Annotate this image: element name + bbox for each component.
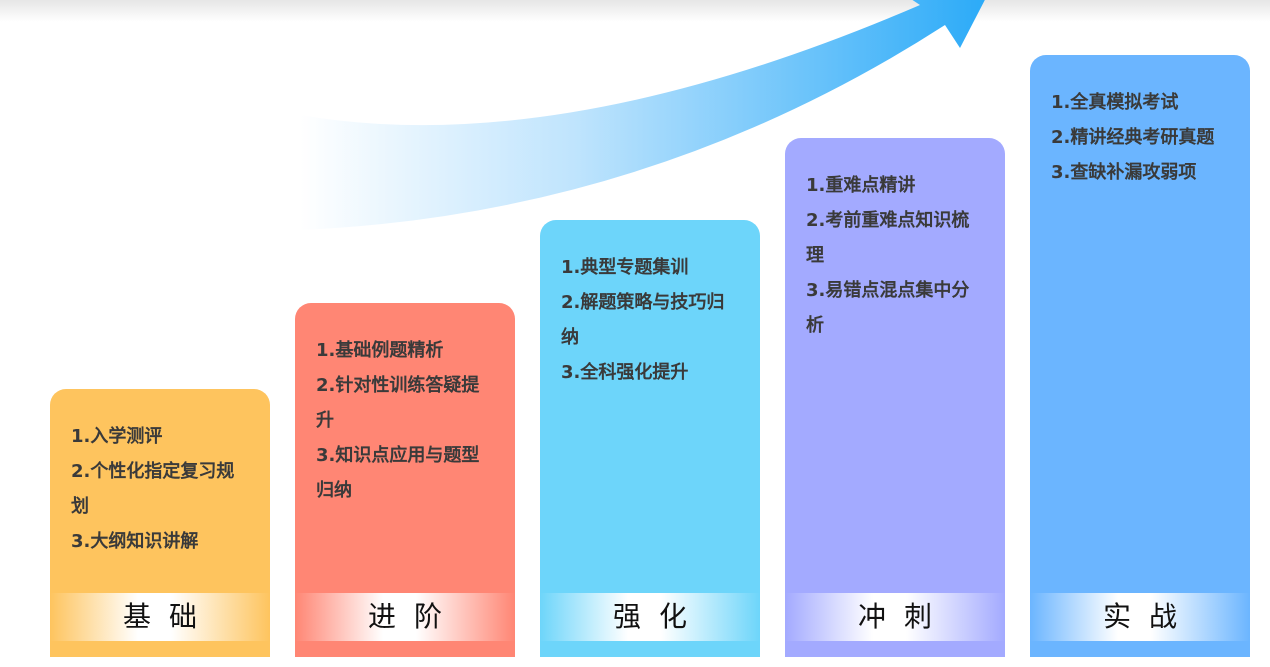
stage-card-2: 1.基础例题精析 2.针对性训练答疑提升 3.知识点应用与题型归纳进阶 <box>295 303 515 657</box>
stage-items: 1.典型专题集训 2.解题策略与技巧归纳 3.全科强化提升 <box>540 220 760 390</box>
stage-items: 1.全真模拟考试 2.精讲经典考研真题 3.查缺补漏攻弱项 <box>1030 55 1250 190</box>
stage-item: 1.入学测评 <box>71 426 163 447</box>
stage-item: 2.针对性训练答疑提升 <box>316 375 480 431</box>
stage-items: 1.入学测评 2.个性化指定复习规划 3.大纲知识讲解 <box>50 389 270 559</box>
stage-label: 进阶 <box>295 593 515 641</box>
stage-item: 1.重难点精讲 <box>806 175 916 196</box>
stage-item: 2.精讲经典考研真题 <box>1051 127 1215 148</box>
stage-item: 3.大纲知识讲解 <box>71 531 199 552</box>
stage-card-4: 1.重难点精讲 2.考前重难点知识梳理 3.易错点混点集中分析冲刺 <box>785 138 1005 657</box>
stage-label: 强化 <box>540 593 760 641</box>
stage-label: 基础 <box>50 593 270 641</box>
stage-card-5: 1.全真模拟考试 2.精讲经典考研真题 3.查缺补漏攻弱项实战 <box>1030 55 1250 657</box>
stage-item: 3.易错点混点集中分析 <box>806 280 970 336</box>
stage-label: 冲刺 <box>785 593 1005 641</box>
stage-items: 1.基础例题精析 2.针对性训练答疑提升 3.知识点应用与题型归纳 <box>295 303 515 508</box>
stage-item: 3.全科强化提升 <box>561 362 689 383</box>
stage-item: 2.个性化指定复习规划 <box>71 461 235 517</box>
stage-items: 1.重难点精讲 2.考前重难点知识梳理 3.易错点混点集中分析 <box>785 138 1005 343</box>
stage-item: 1.典型专题集训 <box>561 257 689 278</box>
stage-item: 3.知识点应用与题型归纳 <box>316 445 480 501</box>
stage-item: 1.基础例题精析 <box>316 340 444 361</box>
stage-item: 2.考前重难点知识梳理 <box>806 210 970 266</box>
stage-item: 3.查缺补漏攻弱项 <box>1051 162 1197 183</box>
stage-card-3: 1.典型专题集训 2.解题策略与技巧归纳 3.全科强化提升强化 <box>540 220 760 657</box>
stage-item: 2.解题策略与技巧归纳 <box>561 292 725 348</box>
stage-label: 实战 <box>1030 593 1250 641</box>
stage-item: 1.全真模拟考试 <box>1051 92 1179 113</box>
stage-card-1: 1.入学测评 2.个性化指定复习规划 3.大纲知识讲解基础 <box>50 389 270 657</box>
